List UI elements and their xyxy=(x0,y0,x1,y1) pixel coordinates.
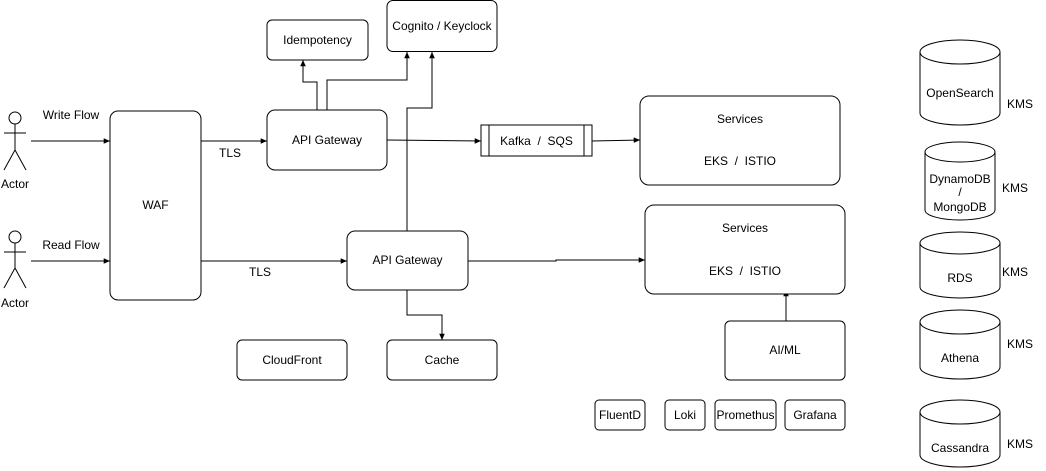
fluentd-label: FluentD xyxy=(599,408,641,422)
edge-queue-to-services xyxy=(591,137,641,143)
auth-node[interactable]: Cognito / Keyclock xyxy=(386,0,498,52)
auth-label: Cognito / Keyclock xyxy=(392,19,492,33)
prometheus-node[interactable]: Promethus xyxy=(714,399,777,431)
services-write-title: Services xyxy=(717,112,763,126)
queue-label: Kafka / SQS xyxy=(500,134,573,148)
edge-api-gateway-read-to-services xyxy=(468,257,645,263)
grafana-label: Grafana xyxy=(793,408,837,422)
edge-api-gateway-to-idempotency xyxy=(300,60,318,110)
database-cassandra-label: Cassandra xyxy=(931,441,989,455)
idempotency-node[interactable]: Idempotency xyxy=(266,19,369,61)
database-cylinder-icon xyxy=(919,39,1001,126)
api-gateway-write-label: API Gateway xyxy=(292,133,362,147)
database-athena-label: Athena xyxy=(941,351,979,365)
database-rds-label: RDS xyxy=(947,271,972,285)
database-dynamodb-kms: KMS xyxy=(1002,181,1028,195)
services-read-node[interactable]: Services EKS / ISTIO xyxy=(644,204,846,295)
database-athena[interactable]: Athena KMS xyxy=(919,309,1033,380)
database-opensearch[interactable]: OpenSearch KMS xyxy=(919,39,1033,126)
services-write-node[interactable]: Services EKS / ISTIO xyxy=(639,95,841,186)
services-write-subtitle: EKS / ISTIO xyxy=(704,154,776,168)
database-cassandra-kms: KMS xyxy=(1007,437,1033,451)
database-cassandra[interactable]: Cassandra KMS xyxy=(919,399,1033,468)
database-dynamodb-mongodb[interactable]: DynamoDB / MongoDB KMS xyxy=(924,141,1028,221)
database-cylinder-icon xyxy=(919,231,1001,299)
edge-api-gateway-read-to-cache xyxy=(406,290,445,340)
actor-write-label: Actor xyxy=(1,177,29,191)
edges xyxy=(31,52,789,340)
cloudfront-label: CloudFront xyxy=(262,353,322,367)
read-flow-label: Read Flow xyxy=(42,238,100,252)
fluentd-node[interactable]: FluentD xyxy=(594,399,646,431)
actor-read: Actor xyxy=(1,230,29,310)
waf-label: WAF xyxy=(142,198,168,212)
cache-node[interactable]: Cache xyxy=(386,339,498,381)
api-gateway-write-node[interactable]: API Gateway xyxy=(266,109,388,171)
edge-api-gateway-read-to-auth xyxy=(406,52,435,231)
idempotency-label: Idempotency xyxy=(283,33,352,47)
edge-api-gateway-to-queue xyxy=(386,138,482,144)
database-cylinder-icon xyxy=(919,309,1001,380)
write-flow-label: Write Flow xyxy=(43,108,100,122)
tls-label-write: TLS xyxy=(219,146,241,160)
database-cylinder-icon xyxy=(924,141,996,221)
database-athena-kms: KMS xyxy=(1007,337,1033,351)
api-gateway-read-label: API Gateway xyxy=(372,253,442,267)
actor-read-icon xyxy=(3,230,27,289)
queue-node[interactable]: Kafka / SQS xyxy=(480,124,593,157)
database-dynamodb-label-line3: MongoDB xyxy=(933,200,986,214)
database-opensearch-kms: KMS xyxy=(1007,97,1033,111)
database-dynamodb-label-line1: DynamoDB xyxy=(929,172,990,186)
waf-node[interactable]: WAF xyxy=(109,110,202,301)
aiml-node[interactable]: AI/ML xyxy=(724,320,846,381)
services-read-title: Services xyxy=(722,221,768,235)
tls-label-read: TLS xyxy=(249,265,271,279)
services-read-subtitle: EKS / ISTIO xyxy=(709,264,781,278)
actor-read-label: Actor xyxy=(1,296,29,310)
actor-write: Actor xyxy=(1,111,29,191)
database-rds-kms: KMS xyxy=(1002,265,1028,279)
cache-label: Cache xyxy=(425,353,460,367)
loki-node[interactable]: Loki xyxy=(664,399,706,431)
cloudfront-node[interactable]: CloudFront xyxy=(236,339,348,381)
database-opensearch-label: OpenSearch xyxy=(926,86,993,100)
aiml-label: AI/ML xyxy=(769,343,801,357)
api-gateway-read-node[interactable]: API Gateway xyxy=(346,230,469,291)
prometheus-label: Promethus xyxy=(716,408,774,422)
grafana-node[interactable]: Grafana xyxy=(784,399,846,431)
database-dynamodb-label-line2: / xyxy=(958,185,962,199)
database-rds[interactable]: RDS KMS xyxy=(919,231,1028,299)
edge-api-gateway-to-auth xyxy=(326,52,410,110)
database-cylinder-icon xyxy=(919,399,1001,468)
actor-write-icon xyxy=(3,111,27,171)
observability-stack: FluentD Loki Promethus Grafana xyxy=(594,399,846,431)
loki-label: Loki xyxy=(674,408,696,422)
